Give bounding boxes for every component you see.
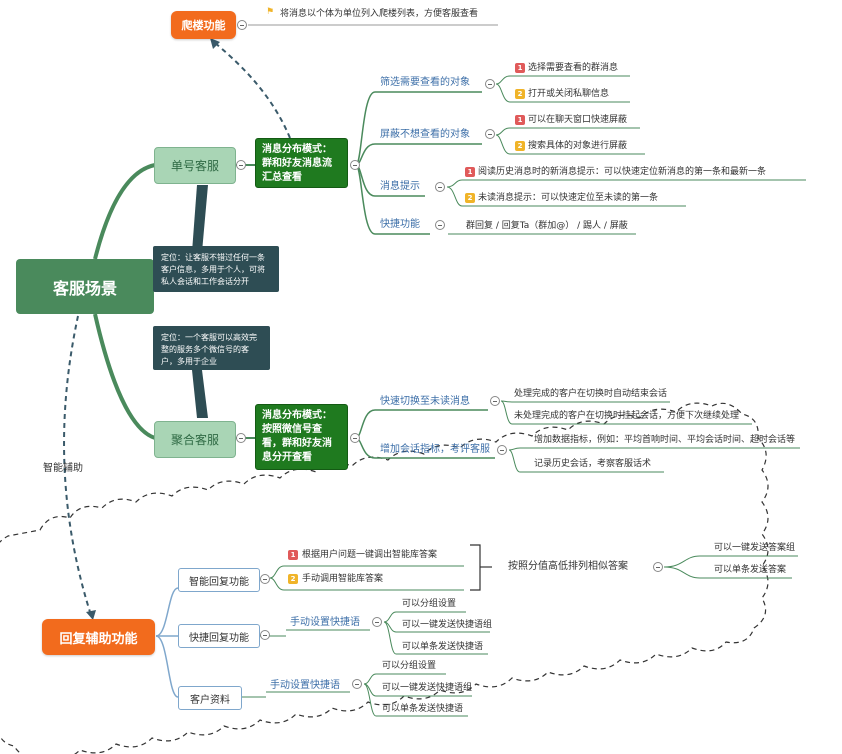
note-line: 户，多用于企业 [161,357,217,366]
collapse-icon[interactable] [350,160,360,170]
mode-line: 看，群和好友消 [262,438,332,449]
quick-reply-item: 可以一键发送快捷语组 [402,620,493,630]
note-line: 私人会话和工作会话分开 [161,277,249,286]
priority-2-icon: 2 [515,141,525,151]
collapse-icon[interactable] [260,574,270,584]
quick-reply-sub[interactable]: 手动设置快捷语 [290,617,360,628]
collapse-icon[interactable] [350,433,360,443]
mode-line: 按照微信号查 [262,424,322,435]
profile-sub[interactable]: 手动设置快捷语 [270,680,340,691]
collapse-icon[interactable] [485,129,495,139]
crawl-feature-node[interactable]: 爬楼功能 [171,11,236,39]
collapse-icon[interactable] [260,630,270,640]
reply-assist-node[interactable]: 回复辅助功能 [42,619,155,655]
note-line: 定位：让客服不错过任何一条 [161,253,265,262]
collapse-icon[interactable] [435,220,445,230]
collapse-icon[interactable] [653,562,663,572]
priority-1-icon: 1 [515,115,525,125]
quick-reply-node[interactable]: 快捷回复功能 [178,624,260,648]
aggregate-service-node[interactable]: 聚合客服 [154,421,236,458]
filter-branch-label[interactable]: 筛选需要查看的对象 [380,77,470,88]
collapse-icon[interactable] [236,433,246,443]
collapse-icon[interactable] [237,20,247,30]
switch-branch-label[interactable]: 快速切换至未读消息 [380,396,470,407]
profile-item: 可以单条发送快捷语 [382,704,464,714]
note-line: 定位：一个客服可以高效完 [161,333,257,342]
filter-item: 打开或关闭私聊信息 [528,89,610,99]
priority-1-icon: 1 [465,167,475,177]
cloud-boundary [0,402,769,754]
edge-label: 智能辅助 [43,463,83,474]
single-service-node[interactable]: 单号客服 [154,147,236,184]
switch-item: 未处理完成的客户在切换时挂起会话，方便下次继续处理 [514,411,740,421]
root-node[interactable]: 客服场景 [16,259,154,314]
rank-node[interactable]: 按照分值高低排列相似答案 [508,561,628,572]
collapse-icon[interactable] [372,617,382,627]
collapse-icon[interactable] [435,182,445,192]
collapse-icon[interactable] [490,396,500,406]
hint-branch-label[interactable]: 消息提示 [380,181,420,192]
mode-line: 消息分布模式： [262,410,332,421]
rank-item: 可以一键发送答案组 [714,543,796,553]
priority-2-icon: 2 [288,574,298,584]
mode-line: 群和好友消息流 [262,158,332,169]
hint-item: 未读消息提示：可以快速定位至未读的第一条 [478,193,659,203]
single-positioning-note: 定位：让客服不错过任何一条 客户信息，多用于个人，可将 私人会话和工作会话分开 [153,246,279,292]
collapse-icon[interactable] [485,79,495,89]
collapse-icon[interactable] [352,679,362,689]
crawl-feature-note: 将消息以个体为单位列入爬楼列表，方便客服查看 [280,9,479,19]
collapse-icon[interactable] [236,160,246,170]
priority-1-icon: 1 [288,550,298,560]
mode-line: 息分开查看 [262,452,312,463]
mode-line: 消息分布模式： [262,144,332,155]
aggregate-mode-node[interactable]: 消息分布模式： 按照微信号查 看，群和好友消 息分开查看 [255,404,348,470]
profile-item: 可以一键发送快捷语组 [382,683,473,693]
quick-reply-item: 可以分组设置 [402,599,457,609]
quick-reply-item: 可以单条发送快捷语 [402,642,484,652]
smart-reply-node[interactable]: 智能回复功能 [178,568,260,592]
metrics-item: 增加数据指标，例如：平均首响时间、平均会话时间、超时会话等 [534,435,796,445]
block-item: 搜索具体的对象进行屏蔽 [528,141,628,151]
quick-branch-label[interactable]: 快捷功能 [380,219,420,230]
priority-2-icon: 2 [465,193,475,203]
metrics-item: 记录历史会话，考察客服话术 [534,459,652,469]
hint-item: 阅读历史消息时的新消息提示：可以快速定位新消息的第一条和最新一条 [478,167,767,177]
filter-item: 选择需要查看的群消息 [528,63,619,73]
customer-profile-node[interactable]: 客户资料 [178,686,242,710]
quick-item: 群回复 / 回复Ta（群加@） / 踢人 / 屏蔽 [466,221,628,231]
profile-item: 可以分组设置 [382,661,437,671]
mode-line: 汇总查看 [262,172,302,183]
priority-1-icon: 1 [515,63,525,73]
metrics-branch-label[interactable]: 增加会话指标，考评客服 [380,444,490,455]
block-item: 可以在聊天窗口快速屏蔽 [528,115,628,125]
block-branch-label[interactable]: 屏蔽不想查看的对象 [380,129,470,140]
smart-item: 手动调用智能库答案 [302,574,384,584]
note-line: 客户信息，多用于个人，可将 [161,265,265,274]
flag-icon: ⚑ [266,7,275,17]
note-line: 整的服务多个微信号的客 [161,345,249,354]
single-mode-node[interactable]: 消息分布模式： 群和好友消息流 汇总查看 [255,138,348,188]
smart-item: 根据用户问题一键调出智能库答案 [302,550,438,560]
collapse-icon[interactable] [497,445,507,455]
aggregate-positioning-note: 定位：一个客服可以高效完 整的服务多个微信号的客 户，多用于企业 [153,326,270,370]
priority-2-icon: 2 [515,89,525,99]
rank-item: 可以单条发送答案 [714,565,787,575]
switch-item: 处理完成的客户在切换时自动结束会话 [514,389,668,399]
